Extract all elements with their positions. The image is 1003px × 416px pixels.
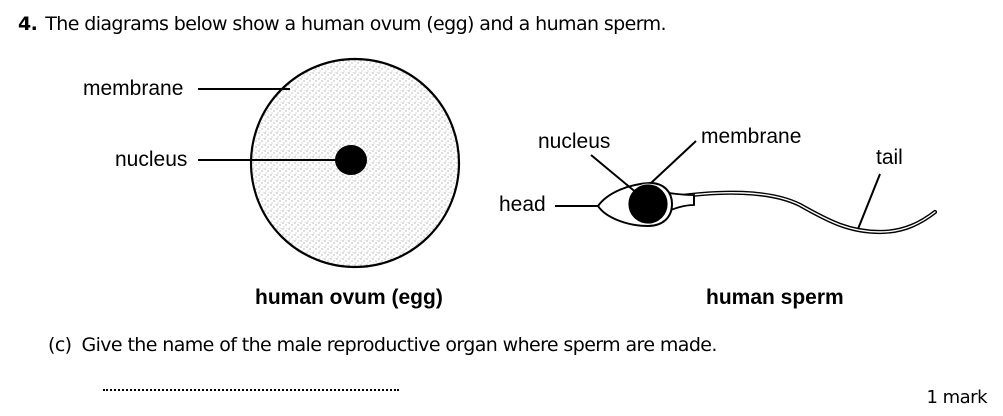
ovum-membrane-label: membrane <box>83 77 184 100</box>
sub-question-text: Give the name of the male reproductive o… <box>81 334 717 356</box>
question-heading: 4. The diagrams below show a human ovum (… <box>18 13 667 35</box>
sub-question-part: (c) <box>48 334 72 356</box>
ovum-nucleus-label: nucleus <box>115 148 188 171</box>
marks-label: 1 mark <box>926 387 987 408</box>
sperm-tail-label: tail <box>876 146 903 169</box>
sperm-membrane-label: membrane <box>701 125 802 148</box>
question-number: 4. <box>18 13 38 35</box>
ovum-caption: human ovum (egg) <box>255 286 443 309</box>
sperm-nucleus-label: nucleus <box>538 130 611 153</box>
sperm-caption: human sperm <box>706 286 844 309</box>
sperm-tail-leader <box>857 173 881 230</box>
ovum-diagram <box>198 57 461 269</box>
ovum-nucleus <box>335 145 367 175</box>
sperm-nucleus-leader <box>590 154 651 205</box>
sperm-tail <box>665 190 938 235</box>
sub-question: (c) Give the name of the male reproductiv… <box>48 334 717 356</box>
sperm-diagram <box>555 140 938 235</box>
question-text: The diagrams below show a human ovum (eg… <box>45 13 666 35</box>
sperm-membrane-leader <box>650 140 697 184</box>
sperm-head-label: head <box>499 193 546 216</box>
answer-line[interactable] <box>103 389 399 391</box>
